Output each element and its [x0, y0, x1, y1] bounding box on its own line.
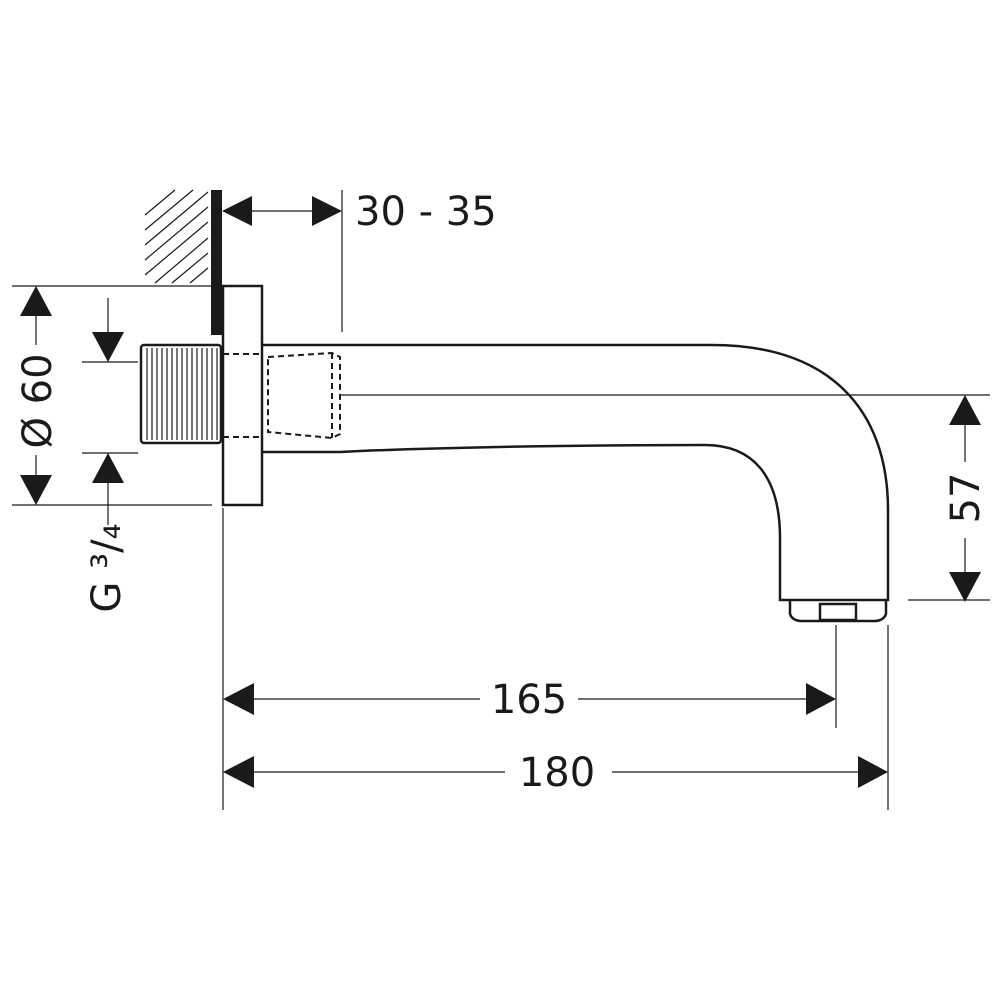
internal-sleeve [267, 351, 341, 440]
aerator [788, 600, 888, 623]
dimension-length-outlet [222, 508, 837, 810]
wall-surface [211, 190, 222, 335]
dimension-height [908, 395, 990, 602]
label-length-outlet: 165 [491, 677, 567, 723]
dimension-diameter [12, 285, 212, 506]
dimension-thread [82, 298, 138, 525]
label-diameter: Ø 60 [15, 353, 61, 448]
threaded-connector [139, 343, 223, 445]
label-height: 57 [943, 473, 989, 524]
dimension-wall-distance [222, 190, 343, 332]
label-wall-distance: 30 - 35 [355, 189, 497, 235]
spout-body [262, 343, 890, 602]
label-thread: G ³/₄ [84, 523, 130, 612]
wall-hatching [144, 189, 209, 284]
label-length-total: 180 [519, 750, 595, 796]
escutcheon-plate [221, 284, 264, 507]
dimension-length-total [223, 625, 889, 810]
